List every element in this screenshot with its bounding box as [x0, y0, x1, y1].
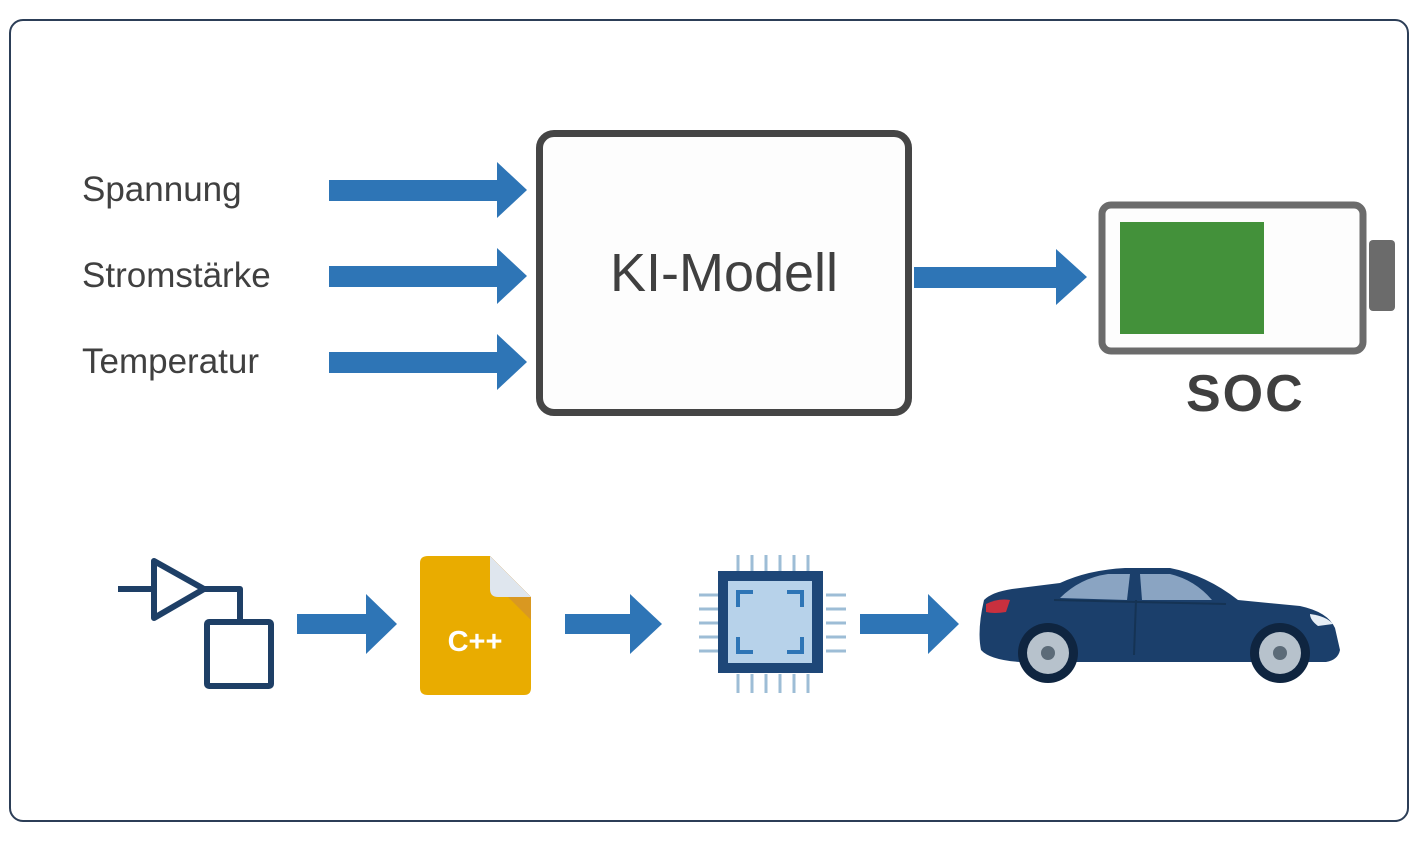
output-arrow: [914, 249, 1087, 305]
battery-icon: [1098, 201, 1395, 355]
input-label-voltage: Spannung: [82, 170, 242, 209]
input-label-temperature: Temperatur: [82, 342, 260, 381]
simulink-model-icon: [118, 558, 274, 689]
input-label-current: Stromstärke: [82, 256, 271, 295]
soc-label: SOC: [1186, 365, 1305, 423]
input-arrow-temperature: [329, 334, 527, 390]
cpp-label: C++: [448, 626, 503, 658]
car-icon: [979, 568, 1340, 683]
ai-model-label: KI-Modell: [609, 243, 839, 303]
pipeline-arrow-1: [297, 594, 397, 654]
pipeline-arrow-3: [860, 594, 959, 654]
pipeline-arrow-2: [565, 594, 662, 654]
input-arrow-current: [329, 248, 527, 304]
ai-model-box: KI-Modell: [536, 130, 912, 416]
input-arrow-voltage: [329, 162, 527, 218]
cpp-file-icon: C++: [420, 556, 531, 695]
microchip-icon: [699, 555, 846, 693]
